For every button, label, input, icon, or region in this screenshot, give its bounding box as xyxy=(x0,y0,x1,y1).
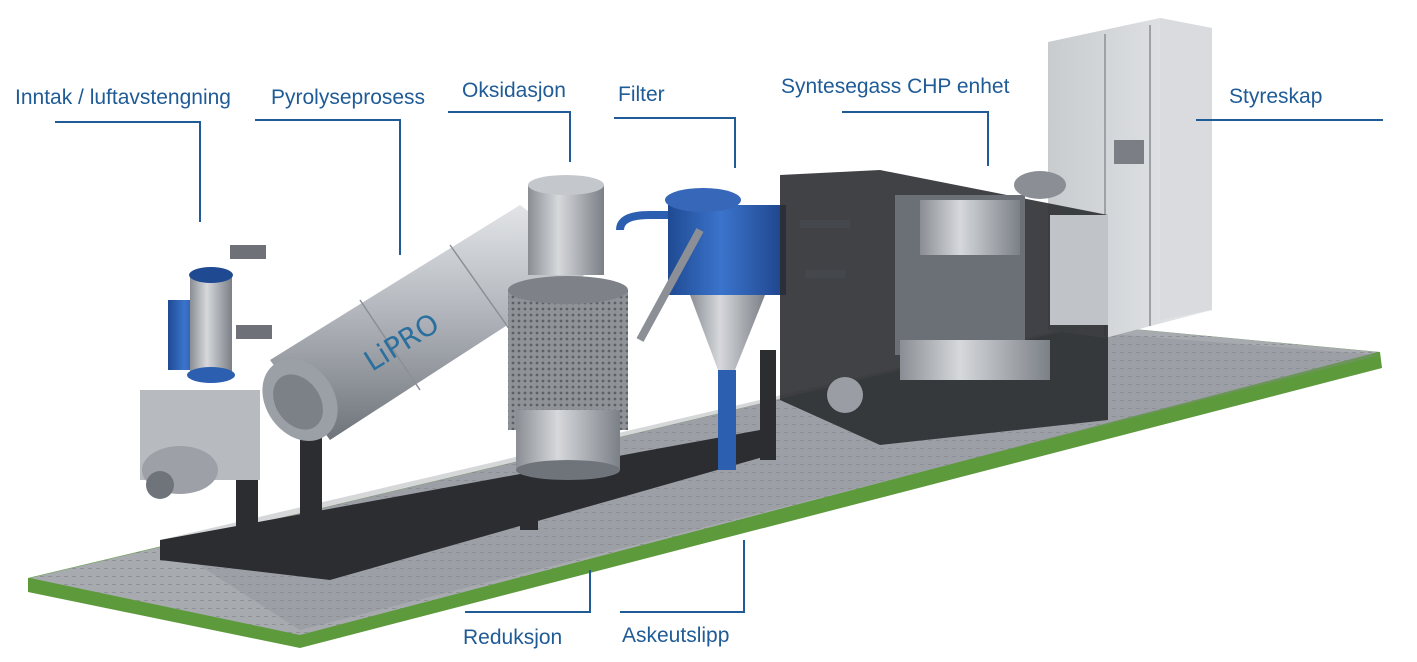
leader-pyrolyse xyxy=(255,119,401,255)
oxidation-column xyxy=(508,175,628,480)
intake-airlock xyxy=(140,245,272,499)
label-inntak: Inntak / luftavstengning xyxy=(15,86,231,109)
leader-inntak xyxy=(55,121,201,222)
label-oksidasjon: Oksidasjon xyxy=(462,79,566,102)
leader-lines xyxy=(55,111,1383,613)
label-pyrolyse: Pyrolyseprosess xyxy=(271,86,426,109)
chp-unit xyxy=(780,170,1108,445)
filter-unit xyxy=(616,188,786,470)
label-reduksjon: Reduksjon xyxy=(463,626,563,649)
leader-reduksjon xyxy=(465,570,591,613)
pyrolysis-tube: LiPRO xyxy=(262,205,600,441)
leader-oksidasjon xyxy=(448,111,571,162)
label-syntesegass: Syntesegass CHP enhet xyxy=(781,75,1010,98)
leader-filter xyxy=(614,117,736,168)
leader-askeutslipp xyxy=(620,540,745,613)
label-filter: Filter xyxy=(618,83,665,106)
label-askeutslipp: Askeutslipp xyxy=(622,624,730,647)
leader-syntesegass xyxy=(842,111,989,166)
label-styreskap: Styreskap xyxy=(1229,85,1323,108)
